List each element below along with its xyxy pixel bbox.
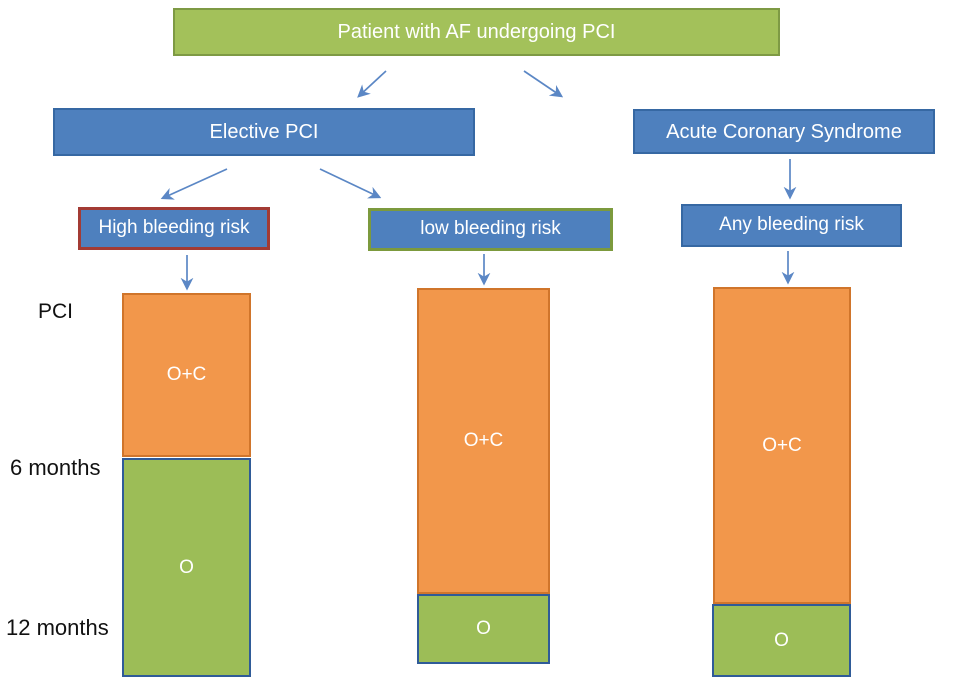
- bar-low-risk-segment-o: O: [417, 594, 550, 664]
- branch-box-elective-pci: Elective PCI: [53, 108, 475, 156]
- risk-box-high-bleeding: High bleeding risk: [78, 207, 270, 250]
- arrow-title-to-acs: [523, 70, 564, 98]
- timeline-label-pci: PCI: [38, 300, 74, 323]
- title-box: Patient with AF undergoing PCI: [173, 8, 780, 56]
- bar-high-risk-segment-o: O: [122, 458, 251, 677]
- bar-any-risk-segment-o: O: [712, 604, 851, 677]
- bar-low-risk-segment-oc: O+C: [417, 288, 550, 594]
- timeline-label-12-months: 12 months: [6, 615, 109, 640]
- arrow-elective-to-high: [160, 168, 228, 200]
- risk-box-any-bleeding: Any bleeding risk: [681, 204, 902, 247]
- arrow-elective-to-low: [319, 168, 382, 199]
- bar-any-risk-segment-oc: O+C: [713, 287, 851, 604]
- risk-box-low-bleeding: low bleeding risk: [368, 208, 613, 251]
- branch-box-acute-coronary-syndrome: Acute Coronary Syndrome: [633, 109, 935, 154]
- bar-high-risk-segment-oc: O+C: [122, 293, 251, 457]
- timeline-label-6-months: 6 months: [10, 455, 101, 480]
- arrow-title-to-elective: [357, 70, 387, 98]
